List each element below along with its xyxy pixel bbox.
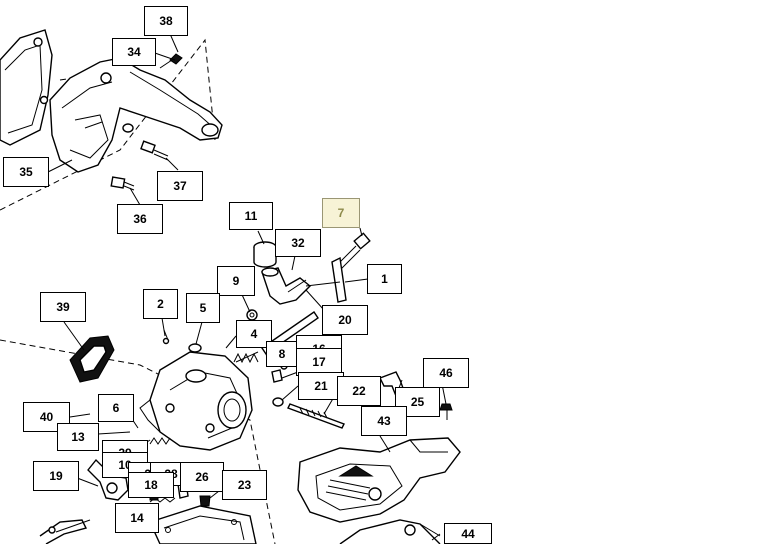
callout-9: 9 [217, 266, 255, 296]
callout-18: 18 [128, 472, 174, 498]
bolt-36 [110, 176, 135, 191]
callout-2: 2 [143, 289, 178, 319]
callout-17: 17 [296, 348, 342, 376]
callout-13: 13 [57, 423, 99, 451]
bottom-gasket [149, 505, 257, 544]
callout-38: 38 [144, 6, 188, 36]
callout-44: 44 [444, 523, 492, 544]
link-1 [305, 256, 347, 303]
o-ring-5 [188, 343, 202, 353]
bracket-assembly [49, 53, 223, 173]
callout-20: 20 [322, 305, 368, 335]
callout-21: 21 [298, 372, 344, 400]
callout-7: 7 [322, 198, 360, 228]
callout-22: 22 [337, 376, 381, 406]
bolt-37 [140, 140, 169, 161]
callout-36: 36 [117, 204, 163, 234]
gasket-39 [69, 335, 115, 383]
callout-35: 35 [3, 157, 49, 187]
callout-39: 39 [40, 292, 86, 322]
needle-22 [287, 403, 345, 429]
callout-23: 23 [222, 470, 267, 500]
gasket-plate-top-left [0, 29, 53, 146]
bracket-44 [339, 519, 441, 544]
callout-46: 46 [423, 358, 469, 388]
nut-21 [272, 397, 284, 407]
bushing-11 [253, 241, 277, 268]
callout-34: 34 [112, 38, 156, 66]
callout-11: 11 [229, 202, 273, 230]
fitting-32 [261, 267, 312, 305]
callout-6: 6 [98, 394, 134, 422]
callout-1: 1 [367, 264, 402, 294]
cover-43 [297, 437, 461, 523]
callout-26: 26 [180, 462, 224, 492]
callout-40: 40 [23, 402, 70, 432]
callout-25: 25 [395, 387, 440, 417]
callout-32: 32 [275, 229, 321, 257]
screw-46 [439, 403, 453, 420]
washer-9 [246, 309, 258, 321]
callout-37: 37 [157, 171, 203, 201]
callout-14: 14 [115, 503, 159, 533]
callout-19: 19 [33, 461, 79, 491]
callout-5: 5 [186, 293, 220, 323]
carburetor-body [139, 351, 253, 451]
callout-8: 8 [266, 341, 298, 367]
spring-4 [233, 351, 259, 364]
callout-43: 43 [361, 406, 407, 436]
